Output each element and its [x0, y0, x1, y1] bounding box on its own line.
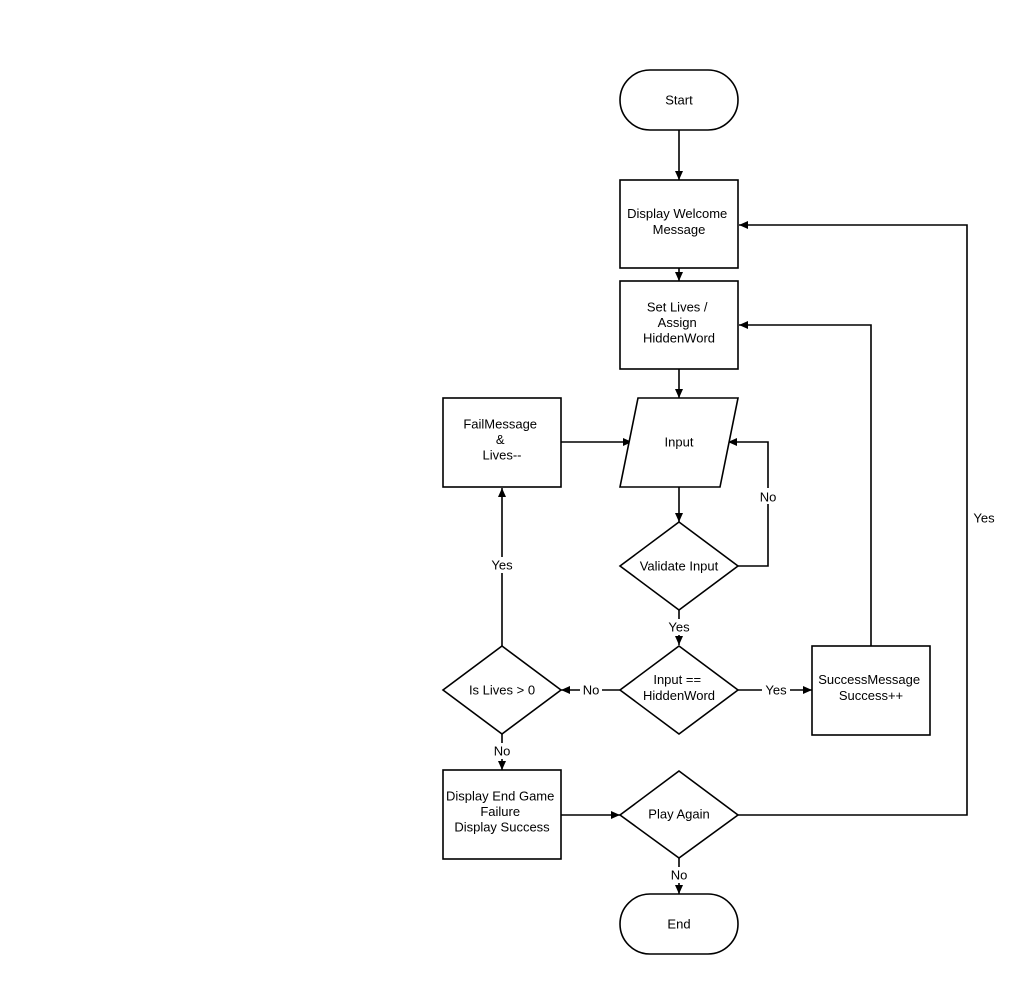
node-label-line: Failure [480, 804, 520, 819]
svg-text:Start: Start [665, 93, 693, 108]
node-label-line: HiddenWord [643, 688, 715, 703]
svg-text:Input == HiddenWord: Input == HiddenWord [643, 672, 715, 703]
node-label-line: Input [665, 435, 694, 450]
node-label-line: Success++ [839, 688, 903, 703]
node-end: End [619, 893, 739, 955]
edge-label-compare-no: No [580, 682, 602, 698]
node-label-line: FailMessage [463, 416, 537, 431]
node-label-line: Is Lives > 0 [469, 683, 535, 698]
node-label-line: Assign [658, 315, 697, 330]
edge-label-validate-no: No [758, 488, 778, 505]
node-display-end-game: Display End Game Failure Display Success [442, 769, 562, 860]
node-label-line: Display Welcome [627, 206, 727, 221]
edge-label-text: No [583, 683, 600, 698]
node-label-line: Play Again [648, 807, 709, 822]
nodes: Start Display Welcome Message Set Lives … [441, 69, 931, 955]
svg-text:Is Lives > 0: Is Lives > 0 [469, 683, 535, 698]
node-play-again: Play Again [618, 770, 740, 859]
node-label-line: Validate Input [640, 559, 719, 574]
node-label-line: Lives-- [482, 448, 521, 463]
node-label-line: & [496, 432, 505, 447]
node-start: Start [619, 69, 739, 131]
edge-labels: No Yes No Yes Yes No Yes No [488, 488, 1000, 883]
edge-label-text: Yes [668, 620, 690, 635]
node-label-line: Display Success [454, 820, 550, 835]
node-label-line: Input == [653, 672, 701, 687]
edge-label-text: Yes [765, 683, 787, 698]
edge-label-lives-no: No [491, 743, 513, 759]
svg-text:Set Lives / Assign: Set Lives / Assign HiddenWord [643, 299, 715, 345]
svg-text:Play Again: Play Again [648, 807, 709, 822]
node-label-line: SuccessMessage [818, 672, 920, 687]
edge-label-text: No [671, 868, 688, 883]
edge-label-text: No [494, 744, 511, 759]
edge-label-validate-yes: Yes [665, 619, 693, 635]
node-label-line: Start [665, 93, 693, 108]
edge-label-text: Yes [491, 558, 513, 573]
node-display-welcome: Display Welcome Message [619, 179, 739, 269]
node-label-line: Set Lives / [647, 299, 708, 314]
node-success-message: SuccessMessage Success++ [811, 645, 931, 736]
svg-text:FailMessage &: FailMessage & Lives-- [463, 416, 540, 462]
node-label-line: End [667, 917, 690, 932]
svg-text:Input: Input [665, 435, 694, 450]
node-label-line: HiddenWord [643, 331, 715, 346]
svg-text:Validate Input: Validate Input [640, 559, 719, 574]
node-fail-message: FailMessage & Lives-- [442, 397, 562, 488]
node-label-line: Display End Game [446, 788, 554, 803]
node-set-lives: Set Lives / Assign HiddenWord [619, 280, 739, 370]
svg-text:Display End Game Failu: Display End Game Failure Display Success [446, 788, 558, 834]
node-input-equals-hiddenword: Input == HiddenWord [618, 645, 740, 735]
edge-label-lives-yes: Yes [488, 557, 516, 573]
node-label-line: Message [653, 222, 706, 237]
edge-play-again-yes-to-welcome [738, 221, 968, 816]
node-validate-input: Validate Input [618, 521, 740, 611]
node-is-lives-gt-zero: Is Lives > 0 [441, 645, 563, 735]
edge-label-compare-yes: Yes [762, 682, 790, 698]
node-input: Input [619, 397, 739, 488]
svg-text:End: End [667, 917, 690, 932]
edge-success-to-set-lives [739, 321, 872, 646]
edge-label-play-again-yes: Yes [970, 510, 1000, 526]
edge-label-text: No [760, 490, 777, 505]
edge-label-play-again-no: No [668, 867, 690, 883]
svg-text:SuccessMessage Success: SuccessMessage Success++ [818, 672, 924, 703]
svg-text:Display Welcome Messag: Display Welcome Message [627, 206, 731, 237]
edge-label-text: Yes [973, 511, 995, 526]
